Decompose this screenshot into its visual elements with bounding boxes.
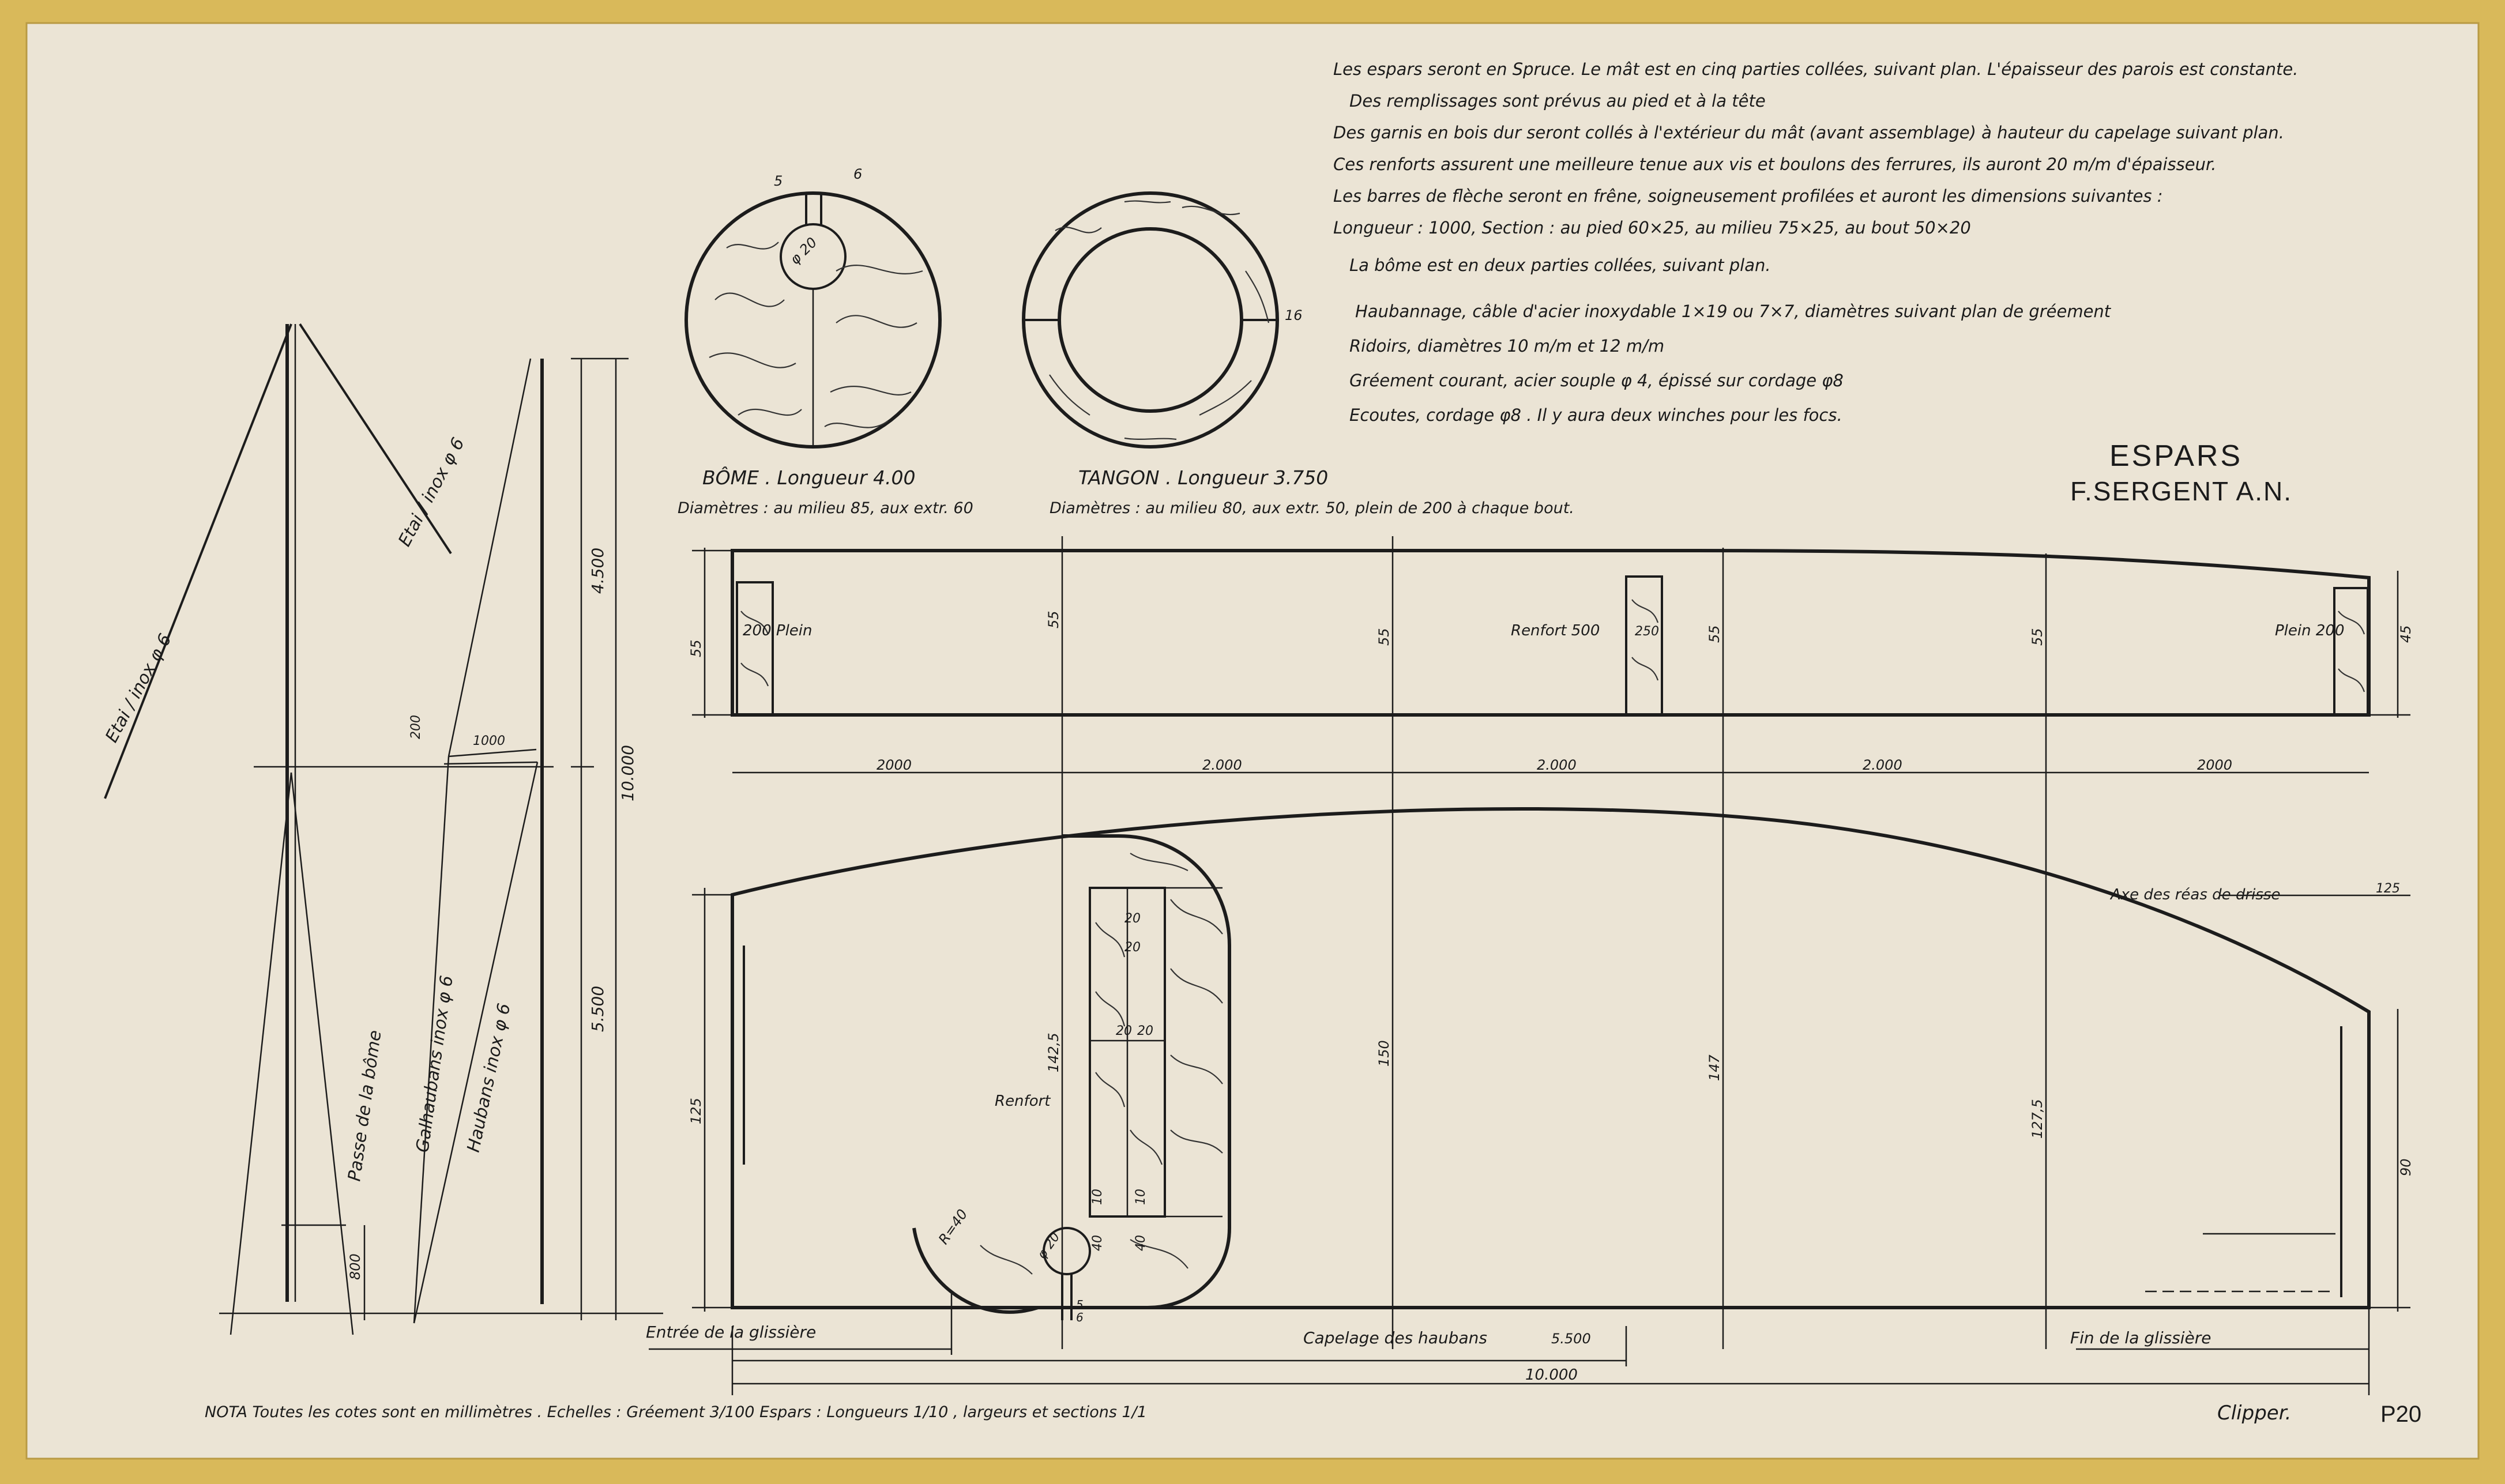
section-dim-label: 20 <box>1124 912 1141 926</box>
segment-label: 2.000 <box>1863 757 1902 773</box>
mast-front-elevation: 125 142,5 150 147 127,5 90 Axe des réas … <box>688 807 2414 1324</box>
shroud-lower <box>413 762 539 1324</box>
note-line: Les espars seront en Spruce. Le mât est … <box>1333 59 2298 79</box>
note-line: Ecoutes, cordage φ8 . Il y aura deux win… <box>1349 405 1842 425</box>
segment-label: 2000 <box>2197 757 2232 773</box>
note-line: Longueur : 1000, Section : au pied 60×25… <box>1333 218 1971 238</box>
wood-grain <box>980 853 1223 1275</box>
front-height-label: 127,5 <box>2029 1099 2045 1139</box>
drawing-author: F.SERGENT A.N. <box>2070 476 2292 506</box>
halyard-axis-label: Axe des réas de drisse <box>2109 886 2280 903</box>
segment-label: 2000 <box>877 757 912 773</box>
front-height-label: 90 <box>2398 1158 2414 1176</box>
mast-side-elevation: 55 55 55 55 55 45 200 Plein Renfort 500 … <box>688 536 2414 1349</box>
lower-stay-line <box>290 772 354 1335</box>
sheet-number: P20 <box>2380 1402 2421 1427</box>
section-dim-label: 40 <box>1090 1235 1105 1251</box>
dim-4500: 4.500 <box>588 548 607 594</box>
drawing-title: ESPARS <box>2109 439 2243 473</box>
backstay-line <box>299 323 452 555</box>
mast-section-outline <box>1062 834 1231 1309</box>
halyard-dim-label: 125 <box>2376 882 2400 896</box>
front-height-label: 125 <box>688 1098 704 1124</box>
slot-gap-label: 6 <box>853 166 862 182</box>
spreader-line <box>443 761 538 765</box>
hounds-label: Capelage des haubans <box>1303 1328 1487 1347</box>
front-height-label: 147 <box>1706 1054 1722 1081</box>
plein-right-label: Plein 200 <box>2275 622 2345 639</box>
plein-right <box>2333 587 2369 716</box>
renfort-label: Renfort 500 <box>1511 622 1600 639</box>
dim-5500: 5.500 <box>588 986 607 1032</box>
note-line: Des garnis en bois dur seront collés à l… <box>1333 123 2284 142</box>
specification-notes: Les espars seront en Spruce. Le mât est … <box>1333 59 2298 425</box>
note-line: La bôme est en deux parties collées, sui… <box>1349 255 1771 275</box>
section-dim-label: 20 <box>1124 940 1141 955</box>
spreader-line <box>448 748 537 758</box>
hounds-dim-label: 5.500 <box>1551 1331 1591 1347</box>
signature: Clipper. <box>2217 1402 2291 1425</box>
fillet-arc <box>912 1227 1039 1314</box>
pole-diameters: Diamètres : au milieu 80, aux extr. 50, … <box>1050 499 1574 517</box>
section-dim-label: 20 <box>1116 1024 1132 1038</box>
renfort-block <box>1625 575 1663 716</box>
note-line: Haubannage, câble d'acier inoxydable 1×1… <box>1355 302 2112 321</box>
mast-front-outline <box>731 807 2371 1309</box>
wood-grain <box>1049 200 1270 440</box>
section-dim-label: 10 <box>1090 1189 1105 1205</box>
wood-grain <box>709 242 923 428</box>
note-line: Ridoirs, diamètres 10 m/m et 12 m/m <box>1349 336 1664 356</box>
note-line: Les barres de flèche seront en frêne, so… <box>1333 186 2163 206</box>
front-height-label: 150 <box>1376 1040 1392 1067</box>
nota-text: NOTA Toutes les cotes sont en millimètre… <box>205 1403 1147 1421</box>
section-dim-label: 20 <box>1137 1024 1153 1038</box>
segment-label: 2.000 <box>1537 757 1577 773</box>
height-label: 55 <box>1706 625 1722 643</box>
pole-section: 16 TANGON . Longueur 3.750 Diamètres : a… <box>1022 191 1574 517</box>
plein-left <box>736 581 774 716</box>
pole-wall-label: 16 <box>1285 307 1303 323</box>
slot-width-label: 6 <box>1076 1310 1084 1324</box>
wood-grain <box>740 599 2365 692</box>
boom-section: 5 6 φ 20 BÔME . Longueur 4.00 Diamètres … <box>678 166 973 517</box>
height-label: 55 <box>688 639 704 657</box>
track-end-label: Fin de la glissière <box>2070 1328 2211 1347</box>
shroud-lower <box>413 756 450 1324</box>
height-label: 55 <box>1045 611 1062 628</box>
mast-slot-bore <box>1043 1227 1091 1275</box>
forestay-line <box>104 323 292 799</box>
slot-width-label: 5 <box>774 173 783 189</box>
dim-800: 800 <box>347 1253 363 1280</box>
pole-title: TANGON . Longueur 3.750 <box>1078 466 1328 489</box>
section-dim-label: 40 <box>1134 1235 1148 1251</box>
height-label: 55 <box>2029 628 2045 646</box>
paper <box>25 22 2480 1460</box>
renfort-width-label: 250 <box>1635 624 1659 639</box>
front-height-label: 142,5 <box>1045 1033 1062 1072</box>
lower-stay-line <box>230 772 292 1335</box>
bottom-dimensions: Entrée de la glissière Capelage des haub… <box>646 1291 2370 1395</box>
boom-diameters: Diamètres : au milieu 85, aux extr. 60 <box>678 499 973 517</box>
slot-height-label: 5 <box>1076 1298 1084 1312</box>
renfort-label: Renfort <box>995 1093 1051 1110</box>
note-line: Ces renforts assurent une meilleure tenu… <box>1333 155 2216 174</box>
segment-label: 2.000 <box>1202 757 1242 773</box>
boom-title: BÔME . Longueur 4.00 <box>702 466 916 489</box>
height-label: 45 <box>2398 625 2414 643</box>
height-label: 55 <box>1376 628 1392 646</box>
dim-10000: 10.000 <box>618 745 637 801</box>
track-start-label: Entrée de la glissière <box>646 1323 816 1342</box>
total-length-label: 10.000 <box>1525 1366 1578 1384</box>
dim-200: 200 <box>409 715 423 739</box>
shroud-upper <box>447 358 532 757</box>
section-dim-label: 10 <box>1134 1189 1148 1205</box>
note-line: Des remplissages sont prévus au pied et … <box>1349 91 1766 111</box>
spreader-label: 1000 <box>473 734 505 748</box>
note-line: Gréement courant, acier souple φ 4, épis… <box>1349 371 1844 390</box>
mast-side-outline <box>731 549 2371 717</box>
plein-left-label: 200 Plein <box>743 622 813 639</box>
